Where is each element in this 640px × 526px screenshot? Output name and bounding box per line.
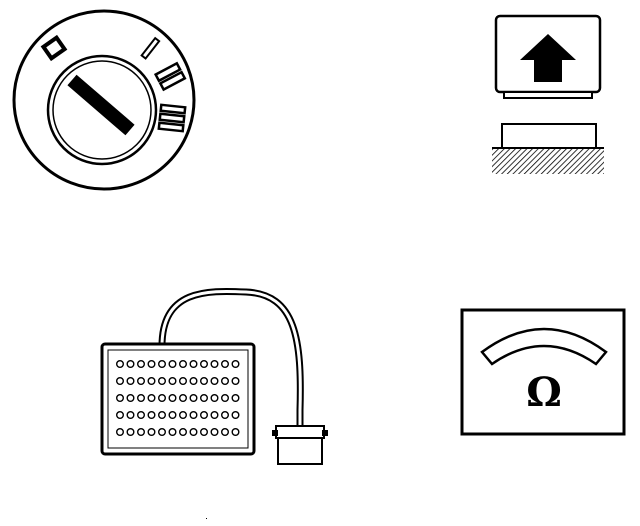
pin-hole <box>137 427 146 436</box>
pin-hole <box>137 393 146 402</box>
pin-hole <box>231 376 240 385</box>
pin-hole <box>199 393 208 402</box>
button-base <box>501 123 597 149</box>
pin-hole <box>210 427 219 436</box>
pin-hole <box>178 427 187 436</box>
pin-hole <box>178 376 187 385</box>
pin-hole <box>199 410 208 419</box>
meter-scale <box>480 327 608 366</box>
pin-hole <box>147 393 156 402</box>
button-cap-skirt <box>503 91 593 99</box>
ohm-symbol: Ω <box>526 369 562 416</box>
ohmmeter-icon: Ω <box>456 306 632 440</box>
pin-hole <box>189 427 198 436</box>
pin-hole <box>158 427 167 436</box>
pin-hole <box>231 359 240 368</box>
pin-hole <box>137 410 146 419</box>
pin-hole <box>231 393 240 402</box>
pin-hole <box>220 393 229 402</box>
breakout-box-graphic <box>100 287 328 465</box>
pin-hole <box>168 359 177 368</box>
pin-hole <box>168 427 177 436</box>
key-slot <box>67 74 135 136</box>
breakout-box-icon <box>96 280 336 476</box>
pin-hole <box>116 393 125 402</box>
pin-hole <box>220 410 229 419</box>
pin-hole <box>231 427 240 436</box>
pin-hole <box>178 359 187 368</box>
pin-hole <box>220 359 229 368</box>
pin-hole <box>116 410 125 419</box>
pin-hole <box>158 410 167 419</box>
switch-cylinder-inner <box>52 60 152 160</box>
pin-hole <box>126 359 135 368</box>
pin-hole <box>147 359 156 368</box>
breakout-box-panel <box>107 349 249 449</box>
pin-hole <box>168 410 177 419</box>
pin-grid <box>116 359 240 436</box>
pin-hole <box>168 376 177 385</box>
pin-hole <box>199 427 208 436</box>
up-arrow-icon <box>520 34 576 82</box>
pin-hole <box>137 359 146 368</box>
pin-hole <box>220 376 229 385</box>
pin-hole <box>210 359 219 368</box>
pin-hole <box>189 359 198 368</box>
position-marker-3 <box>157 103 187 133</box>
pin-hole <box>158 393 167 402</box>
connector-body <box>277 437 323 465</box>
position-marker-1 <box>140 36 161 60</box>
pin-hole <box>220 427 229 436</box>
ignition-switch-icon <box>8 8 208 198</box>
pin-hole <box>178 393 187 402</box>
pin-hole <box>210 410 219 419</box>
pin-hole <box>147 427 156 436</box>
position-marker-off <box>40 34 68 62</box>
mounting-surface <box>492 148 604 174</box>
pin-hole <box>189 393 198 402</box>
pin-hole <box>126 427 135 436</box>
position-marker-2 <box>153 61 187 92</box>
pin-hole <box>210 376 219 385</box>
pin-hole <box>126 410 135 419</box>
pin-hole <box>158 359 167 368</box>
stray-dot <box>206 518 209 521</box>
pin-hole <box>147 376 156 385</box>
pin-hole <box>199 359 208 368</box>
pin-hole <box>189 410 198 419</box>
pin-hole <box>231 410 240 419</box>
pin-hole <box>147 410 156 419</box>
pin-hole <box>116 427 125 436</box>
cable-core <box>160 289 302 426</box>
connector-flange <box>275 425 325 439</box>
ohmmeter-graphic: Ω <box>460 308 626 436</box>
pin-hole <box>189 376 198 385</box>
breakout-box-body <box>100 342 256 456</box>
pin-hole <box>116 376 125 385</box>
push-button-icon <box>484 10 614 182</box>
push-button-graphic <box>492 14 604 174</box>
pin-hole <box>137 376 146 385</box>
pin-hole <box>210 393 219 402</box>
pin-hole <box>158 376 167 385</box>
ignition-switch-graphic <box>12 9 196 191</box>
pin-hole <box>199 376 208 385</box>
pin-hole <box>116 359 125 368</box>
pin-hole <box>168 393 177 402</box>
pin-hole <box>126 393 135 402</box>
pin-hole <box>178 410 187 419</box>
pin-hole <box>126 376 135 385</box>
